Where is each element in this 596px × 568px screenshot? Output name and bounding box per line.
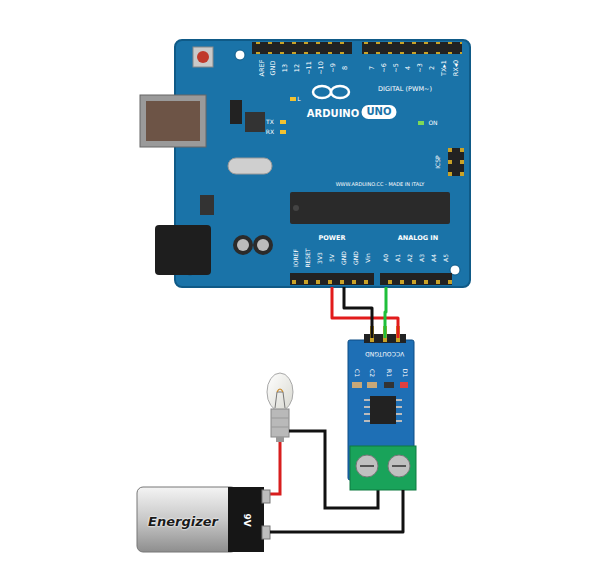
led-label: ON xyxy=(428,120,437,126)
pin-label: OUT xyxy=(379,351,392,357)
pin-label: A0 xyxy=(383,254,389,262)
board-imprint: WWW.ARDUINO.CC - MADE IN ITALY xyxy=(336,182,425,187)
pin-label: AREF xyxy=(259,60,266,77)
board-model-badge: UNO xyxy=(362,105,397,119)
current-sensor-module: VCCOUTGND C1 C2 R1 D1 xyxy=(348,338,414,490)
pin-label: 5V xyxy=(329,254,335,262)
component-label: C2 xyxy=(369,369,375,377)
board-logo-text: ARDUINO xyxy=(307,109,359,119)
pin-label: ~5 xyxy=(393,63,400,73)
component-label: D1 xyxy=(402,369,408,377)
pin-label: A3 xyxy=(419,254,425,262)
battery-drawing xyxy=(137,487,270,552)
header-title: POWER xyxy=(319,235,346,242)
pin-label: Vin xyxy=(365,253,371,262)
component-label: C1 xyxy=(354,369,360,377)
pin-label: GND xyxy=(270,61,277,76)
battery-positive-wire xyxy=(266,442,280,494)
pin-label: ~10 xyxy=(318,61,325,75)
wire xyxy=(385,287,386,338)
pin-label: ~3 xyxy=(417,63,424,73)
pin-label: GND xyxy=(341,251,347,265)
header-title: ANALOG IN xyxy=(398,235,438,242)
arduino-board-drawing xyxy=(140,40,470,287)
led-label: TX xyxy=(266,119,274,125)
pin-label: GND xyxy=(353,251,359,265)
arduino-board: ARDUINOUNO xyxy=(175,40,470,287)
pin-label: A5 xyxy=(443,254,449,262)
pin-label: TX▸1 xyxy=(441,60,448,76)
voltage-label: 9V xyxy=(242,513,251,526)
pin-label: 4 xyxy=(405,66,412,70)
wire xyxy=(332,287,398,338)
header-title: DIGITAL (PWM~) xyxy=(378,86,432,93)
component-label: R1 xyxy=(386,369,392,377)
led-label: L xyxy=(297,96,300,102)
pin-label: A4 xyxy=(431,254,437,262)
pin-label: 3V3 xyxy=(317,252,323,264)
pin-label: IOREF xyxy=(293,249,299,267)
pin-label: ~9 xyxy=(330,63,337,73)
header-title: ICSP xyxy=(435,155,441,168)
wire xyxy=(344,287,372,338)
pin-label: RESET xyxy=(305,248,311,267)
pin-label: 12 xyxy=(294,64,301,72)
battery-9v: Energizer 9V xyxy=(137,487,270,552)
current-sensor-drawing xyxy=(348,326,416,490)
pin-label: VCC xyxy=(392,351,404,357)
pin-label: GND xyxy=(365,351,379,357)
pin-label: 2 xyxy=(429,66,436,70)
wire xyxy=(270,490,403,532)
brand-name: Energizer xyxy=(148,515,218,528)
pin-label: ~6 xyxy=(381,63,388,73)
led-label: RX xyxy=(266,129,274,135)
pin-label: A1 xyxy=(395,254,401,262)
pin-label: A2 xyxy=(407,254,413,262)
pin-label: 7 xyxy=(369,66,376,70)
pin-label: ~11 xyxy=(306,61,313,75)
pin-label: 8 xyxy=(342,66,349,70)
pin-label: RX◂0 xyxy=(453,60,460,76)
pin-label: 13 xyxy=(282,64,289,72)
